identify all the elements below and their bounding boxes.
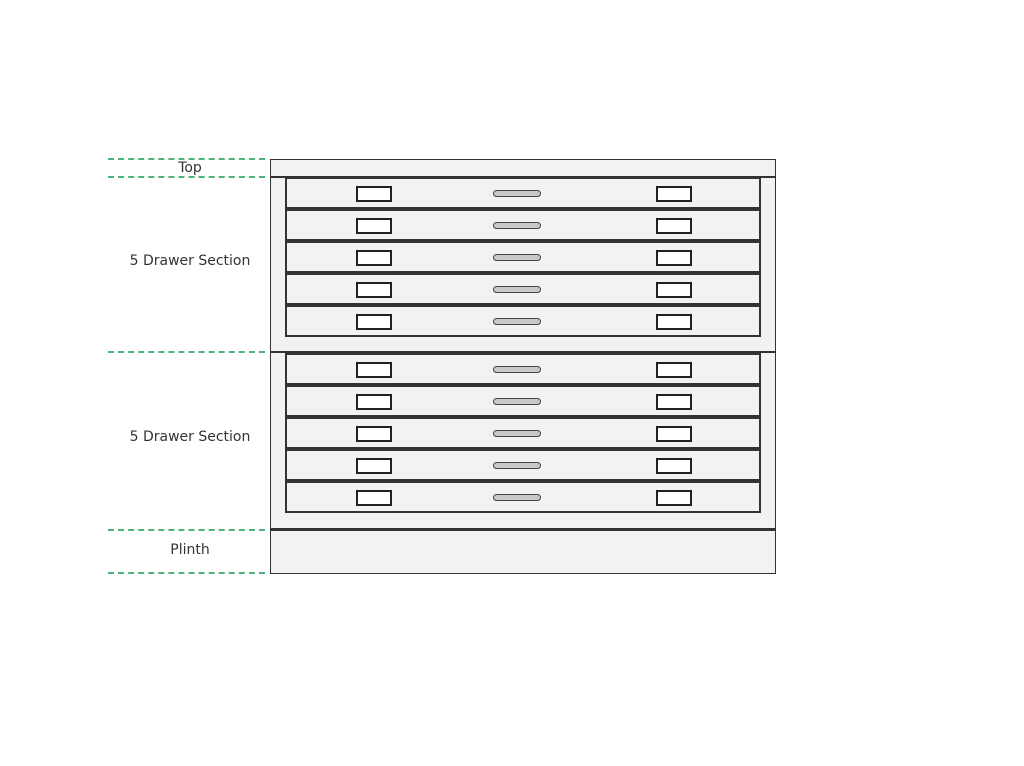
drawer-handle	[493, 254, 541, 261]
label-holder-left	[356, 458, 392, 474]
drawer-handle	[493, 286, 541, 293]
label-holder-left	[356, 250, 392, 266]
drawer	[285, 449, 761, 481]
label-holder-right	[656, 186, 692, 202]
label-holder-left	[356, 490, 392, 506]
label-holder-left	[356, 426, 392, 442]
drawer	[285, 305, 761, 337]
guide-line-plinth-lower	[108, 572, 265, 574]
drawer-handle	[493, 190, 541, 197]
label-section-1: 5 Drawer Section	[129, 253, 251, 269]
drawer-handle	[493, 398, 541, 405]
label-holder-right	[656, 250, 692, 266]
drawer	[285, 353, 761, 385]
drawer-handle	[493, 494, 541, 501]
drawer-handle	[493, 222, 541, 229]
label-holder-left	[356, 186, 392, 202]
guide-line-top-lower	[108, 176, 265, 178]
drawer	[285, 273, 761, 305]
drawer-handle	[493, 462, 541, 469]
label-holder-right	[656, 426, 692, 442]
label-holder-left	[356, 362, 392, 378]
guide-line-section-divider	[108, 351, 265, 353]
drawer	[285, 417, 761, 449]
label-holder-right	[656, 314, 692, 330]
label-holder-right	[656, 490, 692, 506]
label-holder-left	[356, 218, 392, 234]
label-holder-left	[356, 394, 392, 410]
label-holder-right	[656, 394, 692, 410]
label-holder-right	[656, 458, 692, 474]
guide-line-plinth-upper	[108, 529, 265, 531]
drawer	[285, 385, 761, 417]
label-plinth: Plinth	[170, 542, 210, 558]
guide-line-top-upper	[108, 158, 265, 160]
label-holder-left	[356, 314, 392, 330]
label-holder-right	[656, 282, 692, 298]
label-holder-right	[656, 218, 692, 234]
cabinet-plinth	[270, 529, 776, 574]
drawer-handle	[493, 430, 541, 437]
label-holder-left	[356, 282, 392, 298]
label-holder-right	[656, 362, 692, 378]
drawer	[285, 241, 761, 273]
drawer-handle	[493, 366, 541, 373]
drawer	[285, 177, 761, 209]
drawer	[285, 481, 761, 513]
drawer	[285, 209, 761, 241]
label-top: Top	[178, 160, 202, 176]
label-section-2: 5 Drawer Section	[129, 429, 251, 445]
drawer-handle	[493, 318, 541, 325]
